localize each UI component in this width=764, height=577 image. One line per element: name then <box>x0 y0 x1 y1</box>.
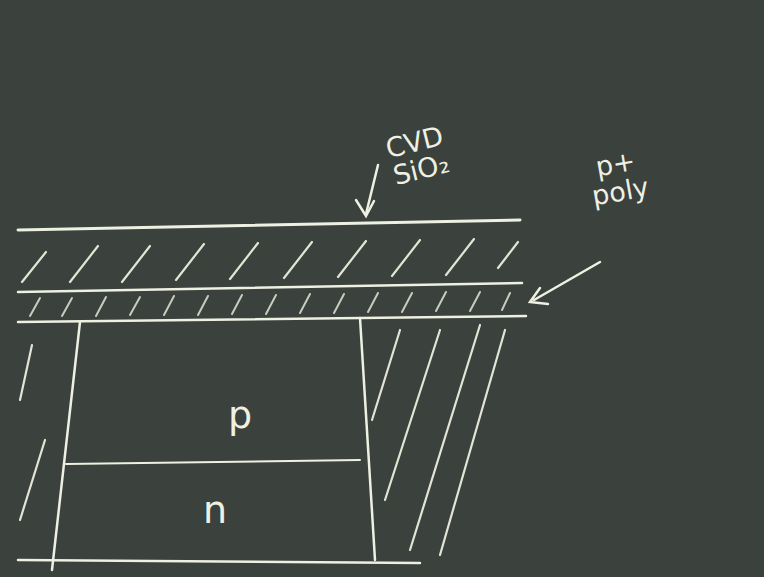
region-label: n <box>203 488 227 532</box>
oxide-hatching <box>22 239 518 282</box>
region-label: p <box>228 393 252 437</box>
doped-region: p <box>180 380 300 450</box>
doped-region: n <box>160 475 270 545</box>
layer-outlines <box>18 220 526 570</box>
isolation-hatching <box>20 325 505 555</box>
poly-hatching <box>30 292 510 316</box>
